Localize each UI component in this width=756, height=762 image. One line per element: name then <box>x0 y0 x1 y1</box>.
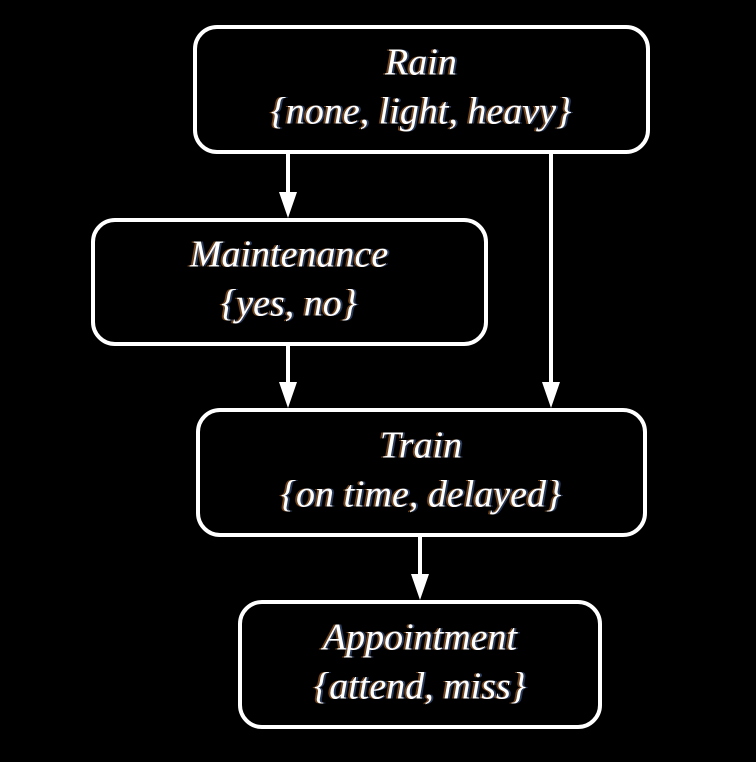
node-train-states-fringe-warm: {on time, delayed} <box>279 474 559 516</box>
node-rain-states-fringe-warm: {none, light, heavy} <box>269 91 570 133</box>
edge-rain-to-maintenance <box>279 154 297 218</box>
node-maintenance-states-fringe-cool: {yes, no} <box>223 283 359 325</box>
node-appointment-name: Appointment <box>320 617 519 659</box>
node-maintenance-states-fringe-warm: {yes, no} <box>219 283 355 325</box>
edge-maintenance-to-train <box>279 346 297 408</box>
node-appointment-box[interactable] <box>238 600 602 729</box>
node-appointment-states-fringe-warm: {attend, miss} <box>312 666 524 708</box>
node-train[interactable]: Train Train Train {on time, delayed} {on… <box>196 408 647 537</box>
arrow-head-train-appointment <box>411 574 429 600</box>
node-appointment-states-fringe-cool: {attend, miss} <box>316 666 528 708</box>
arrow-head-rain-train <box>542 382 560 408</box>
node-appointment[interactable]: Appointment Appointment Appointment {att… <box>238 600 602 729</box>
node-rain-name-fringe-cool: Rain <box>386 42 459 84</box>
node-rain-name: Rain <box>384 42 457 84</box>
node-train-name-fringe-warm: Train <box>378 425 460 467</box>
node-rain-box[interactable] <box>193 25 650 154</box>
node-appointment-name-fringe-cool: Appointment <box>322 617 521 659</box>
node-train-name: Train <box>380 425 462 467</box>
node-rain-name-fringe-warm: Rain <box>382 42 455 84</box>
node-rain[interactable]: Rain Rain Rain {none, light, heavy} {non… <box>193 25 650 154</box>
node-maintenance-states: {yes, no} <box>221 283 357 325</box>
edge-rain-to-train <box>542 154 560 408</box>
node-train-name-fringe-cool: Train <box>382 425 464 467</box>
arrow-head-rain-maintenance <box>279 192 297 218</box>
node-maintenance[interactable]: Maintenance Maintenance Maintenance {yes… <box>91 218 488 346</box>
node-maintenance-box[interactable] <box>91 218 488 346</box>
node-train-states: {on time, delayed} <box>281 474 561 516</box>
node-train-box[interactable] <box>196 408 647 537</box>
node-train-states-fringe-cool: {on time, delayed} <box>283 474 563 516</box>
node-rain-states-fringe-cool: {none, light, heavy} <box>273 91 574 133</box>
node-maintenance-name-fringe-cool: Maintenance <box>191 234 391 276</box>
node-appointment-name-fringe-warm: Appointment <box>318 617 517 659</box>
node-appointment-states: {attend, miss} <box>314 666 526 708</box>
node-rain-states: {none, light, heavy} <box>271 91 572 133</box>
node-maintenance-name-fringe-warm: Maintenance <box>187 234 387 276</box>
node-maintenance-name: Maintenance <box>189 234 389 276</box>
edge-train-to-appointment <box>411 537 429 600</box>
arrow-head-maintenance-train <box>279 382 297 408</box>
